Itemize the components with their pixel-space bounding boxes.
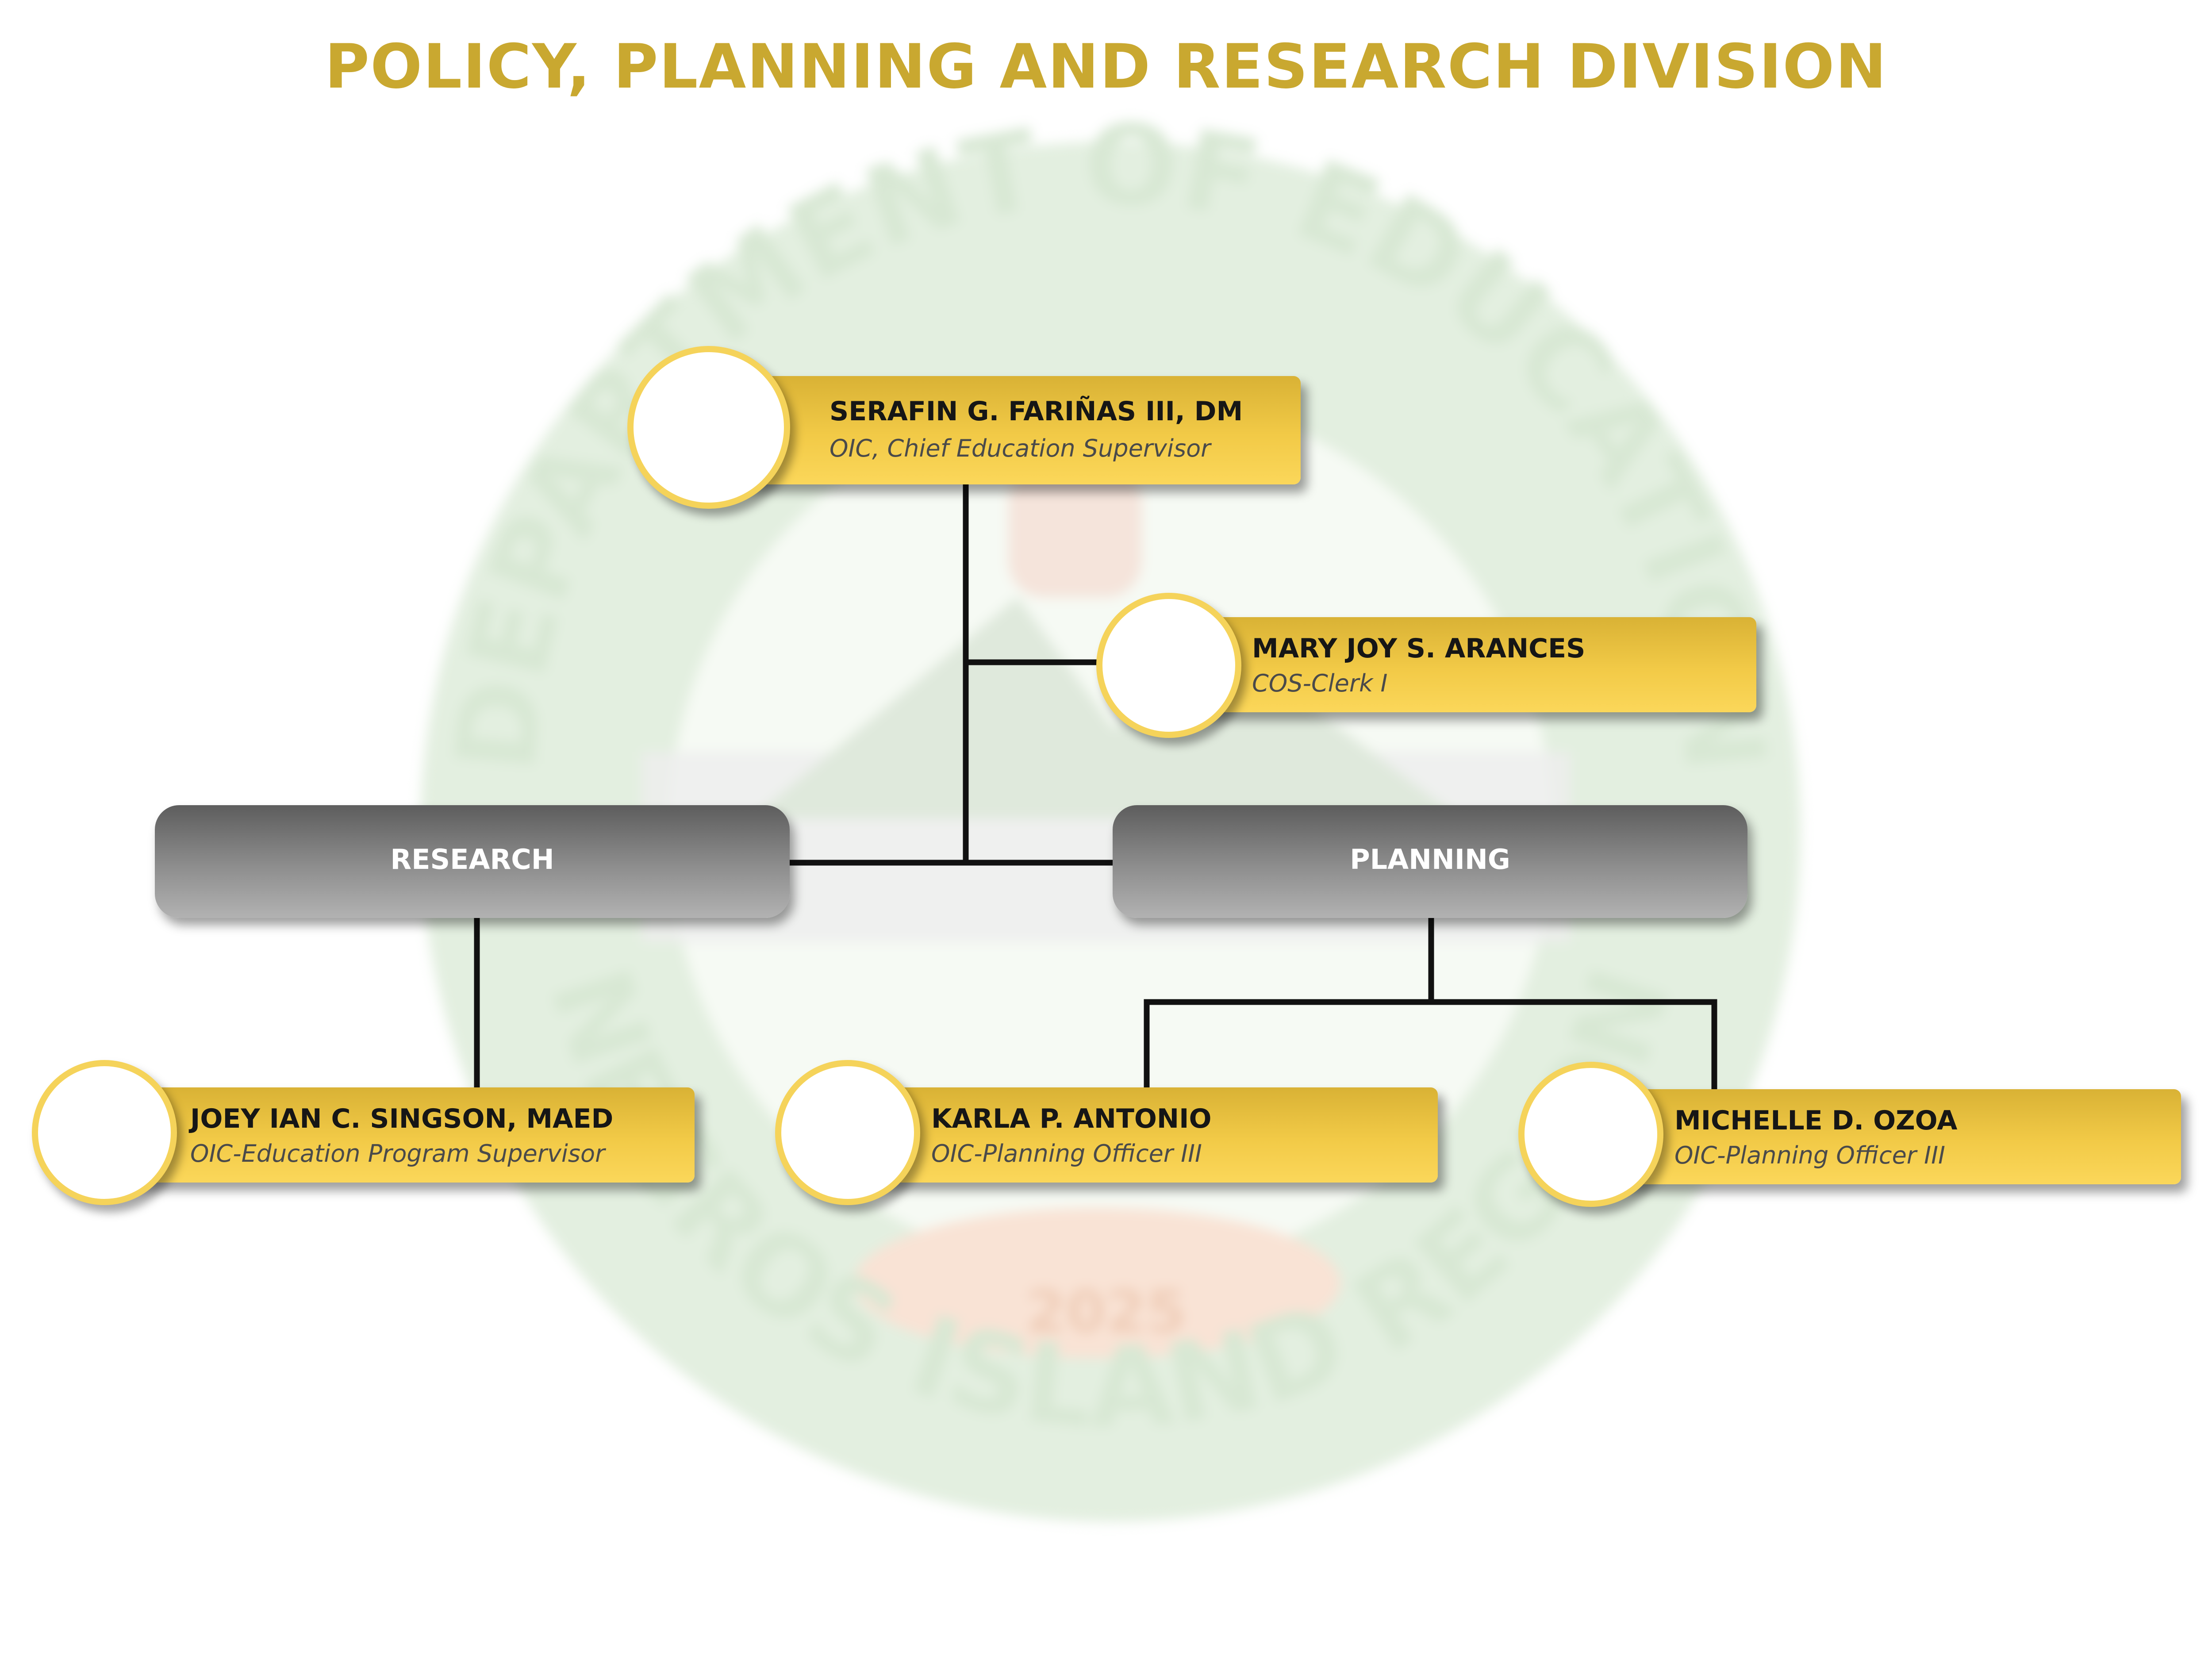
research-supervisor-avatar bbox=[32, 1060, 177, 1205]
chief-card: SERAFIN G. FARIÑAS III, DM OIC, Chief Ed… bbox=[708, 376, 1301, 484]
chief-role: OIC, Chief Education Supervisor bbox=[830, 434, 1211, 462]
research-supervisor-role: OIC-Education Program Supervisor bbox=[190, 1140, 605, 1167]
planning-officer-1-card: KARLA P. ANTONIO OIC-Planning Officer II… bbox=[845, 1087, 1438, 1183]
planning-label: PLANNING bbox=[1350, 843, 1510, 876]
research-supervisor-name: JOEY IAN C. SINGSON, MAED bbox=[190, 1103, 614, 1134]
planning-officer-1-role: OIC-Planning Officer III bbox=[931, 1140, 1202, 1167]
research-box: RESEARCH bbox=[155, 805, 790, 918]
planning-officer-1-avatar bbox=[775, 1060, 920, 1205]
research-label: RESEARCH bbox=[390, 843, 554, 876]
seal-year: 2025 bbox=[1026, 1278, 1186, 1345]
planning-officer-2-card: MICHELLE D. OZOA OIC-Planning Officer II… bbox=[1588, 1089, 2181, 1184]
clerk-name: MARY JOY S. ARANCES bbox=[1252, 633, 1586, 664]
planning-officer-1-name: KARLA P. ANTONIO bbox=[931, 1103, 1212, 1134]
clerk-avatar bbox=[1096, 593, 1241, 738]
research-supervisor-card: JOEY IAN C. SINGSON, MAED OIC-Education … bbox=[102, 1087, 695, 1183]
planning-box: PLANNING bbox=[1113, 805, 1747, 918]
clerk-role: COS-Clerk I bbox=[1252, 669, 1388, 697]
planning-officer-2-avatar bbox=[1518, 1062, 1663, 1207]
planning-officer-2-name: MICHELLE D. OZOA bbox=[1674, 1105, 1958, 1136]
chief-name: SERAFIN G. FARIÑAS III, DM bbox=[830, 396, 1243, 427]
connector-planning-branch bbox=[1144, 999, 1717, 1091]
clerk-card: MARY JOY S. ARANCES COS-Clerk I bbox=[1159, 617, 1756, 712]
planning-officer-2-role: OIC-Planning Officer III bbox=[1674, 1141, 1945, 1169]
page-title: POLICY, PLANNING AND RESEARCH DIVISION bbox=[324, 31, 1888, 102]
chief-avatar bbox=[627, 346, 790, 509]
